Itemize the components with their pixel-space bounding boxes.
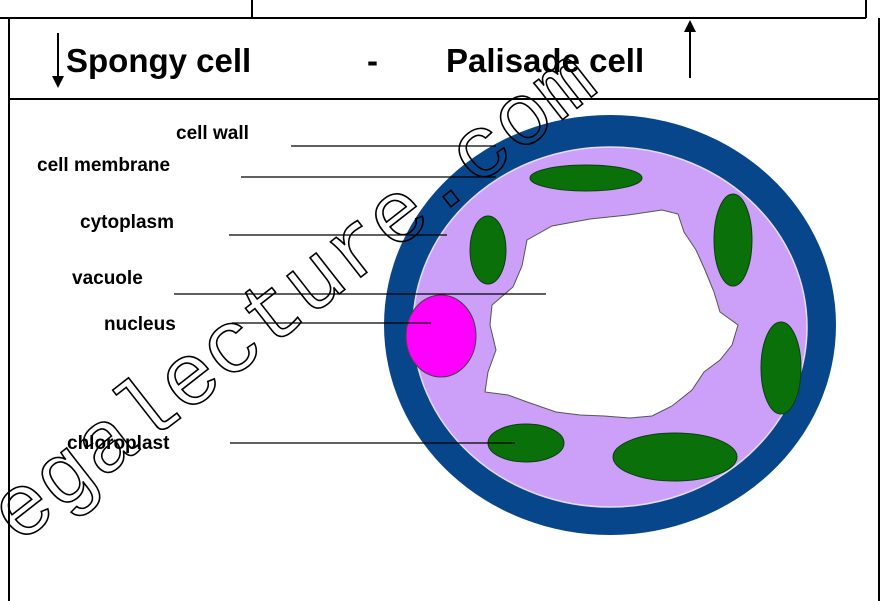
- label-cell-membrane: cell membrane: [37, 155, 170, 176]
- chloroplast-bottom-right: [613, 433, 737, 481]
- chloroplast-left: [470, 216, 506, 284]
- label-vacuole: vacuole: [72, 268, 143, 289]
- chloroplast-right: [761, 322, 801, 414]
- nucleus: [406, 295, 476, 377]
- label-cytoplasm: cytoplasm: [80, 212, 174, 233]
- down-arrow-icon: [52, 33, 64, 88]
- spongy-cell-title: Spongy cell: [66, 42, 251, 79]
- chloroplast-top-right: [714, 194, 752, 286]
- header-row: Spongy cell - Palisade cell: [52, 20, 696, 88]
- label-cell-wall: cell wall: [176, 123, 249, 144]
- title-separator: -: [367, 42, 378, 79]
- up-arrow-icon: [684, 20, 696, 78]
- label-nucleus: nucleus: [104, 314, 176, 335]
- chloroplast-top: [530, 165, 642, 191]
